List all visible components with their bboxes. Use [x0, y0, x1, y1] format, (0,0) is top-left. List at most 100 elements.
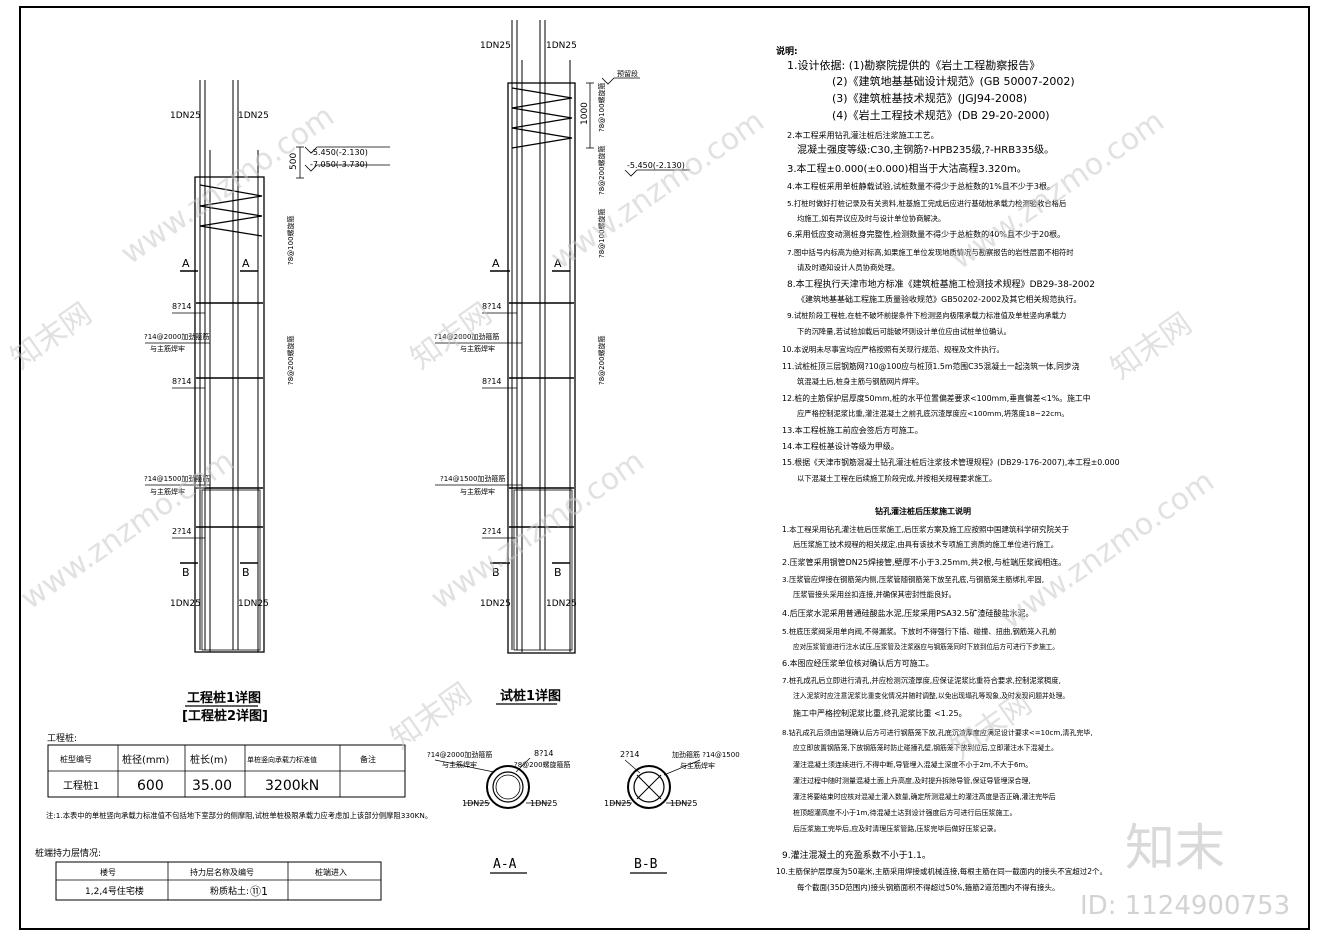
note-2: 2.本工程采用钻孔灌注桩后注浆施工工艺。: [787, 130, 939, 140]
wm-brand-1: 知末网: [5, 296, 99, 376]
pile1-pipe-right-bottom: 1DN25: [238, 599, 269, 609]
pile1-title: 工程桩1详图: [187, 690, 261, 706]
pile2-sec-b-left: B: [492, 566, 500, 579]
note-13: 13.本工程桩施工前应会签后方可施工。: [782, 425, 923, 435]
note-14: 14.本工程桩基设计等级为甲级。: [782, 441, 899, 451]
note-9: 9.试桩阶段工程桩,在桩不破坏前提条件下检测竖向极限承载力标准值及单桩竖向承载力: [787, 311, 1066, 320]
pile1-sec-b-right: B: [242, 566, 250, 579]
table1-h0: 桩型编号: [60, 754, 92, 764]
sub-6: 6.本图应经压浆单位核对确认后方可施工。: [782, 658, 934, 668]
bb-bar: 2?14: [620, 750, 640, 759]
pile2-dim-1000: 1000: [580, 102, 590, 125]
table2-h1: 持力层名称及编号: [190, 867, 254, 877]
pile2-pipe-right: 1DN25: [546, 41, 577, 51]
note-11b: 筑混凝土后,桩身主筋与钢筋网片焊牢。: [797, 377, 923, 386]
pile1-pipe-left-bottom: 1DN25: [170, 599, 201, 609]
note-1: 1.设计依据: (1)勘察院提供的《岩土工程勘察报告》: [787, 58, 1040, 72]
pile2-outline: [507, 82, 576, 654]
pile2-bar-214: 2?14: [482, 527, 502, 536]
section-aa: ?14@2000加劲箍筋 与主筋焊牢 8?14 ?8@200螺旋箍筋 1DN25…: [427, 749, 571, 874]
sub-5: 5.桩底压浆阀采用单向阀,不得漏浆。下放时不得强行下插、碰撞、扭曲,钢筋笼入孔前: [782, 627, 1056, 636]
table1-h4: 备注: [360, 754, 376, 764]
aa-pipe-l: 1DN25: [462, 799, 489, 808]
pile2-ring1-a: ?14@2000加劲箍筋: [434, 332, 499, 341]
note-1d: (4)《岩土工程技术规范》(DB 29-20-2000): [832, 108, 1050, 122]
sub-2: 2.压浆管采用钢管DN25焊接管,壁厚不小于3.25mm,共2根,与桩端压浆阀相…: [782, 557, 1066, 567]
sub-9: 9.灌注混凝土的充盈系数不小于1.1。: [782, 849, 931, 861]
aa-title: A-A: [493, 857, 517, 872]
pile2-pipe-left-bottom: 1DN25: [480, 599, 511, 609]
wm-url-4: www.znzmo.com: [425, 444, 651, 617]
table2-c2: ⑪1: [250, 885, 268, 898]
pile2-label-top: 预留段: [617, 69, 638, 78]
pile2-elevation: 1DN25 1DN25 1000 预留段 ?8@100螺旋箍 ?8@200螺旋箍…: [434, 20, 690, 705]
pile2-elev1: -5.450(-2.130): [627, 161, 685, 170]
pile2-sec-b-right: B: [554, 566, 562, 579]
sub-4: 4.后压浆水泥采用普通硅酸盐水泥,压浆采用PSA32.5矿渣硅酸盐水泥。: [782, 608, 1034, 618]
wm-brand-4: 知末网: [1105, 306, 1199, 386]
pile1-bar-814b: 8?14: [172, 377, 192, 386]
pile1-ring1-b: 与主筋焊牢: [150, 344, 185, 353]
pile1-subtitle: [工程桩2详图]: [182, 708, 268, 724]
pile2-stirrup-mid: ?8@200螺旋箍: [597, 335, 606, 385]
pile1-stirrup-top: ?8@100螺旋箍: [286, 215, 295, 265]
bearing-table: 桩端持力层情况: 楼号 持力层名称及编号 桩端进入 1,2,4号住宅楼 粉质粘土…: [35, 847, 382, 901]
section-bb: 2?14 加劲箍筋 ?14@1500 与主筋焊牢 1DN25 1DN25 B-B: [604, 750, 740, 874]
sub-8d: 灌注过程中随时测量混凝土面上升高度,及时提升拆除导管,保证导管埋深合理,: [793, 776, 1031, 785]
pile1-spiral: [199, 184, 263, 237]
pile2-bar-814b: 8?14: [482, 377, 502, 386]
pile1-sec-a-left: A: [182, 257, 190, 270]
pile1-sec-b-left: B: [182, 566, 190, 579]
watermark-layer: 知末网 www.znzmo.com www.znzmo.com 知末网 www.…: [5, 99, 1291, 921]
note-4: 4.本工程桩采用单桩静载试验,试桩数量不得少于总桩数的1%且不少于3根。: [787, 181, 1055, 191]
pile1-elev1: -5.450(-2.130): [310, 148, 368, 157]
note-12: 12.桩的主筋保护层厚度50mm,桩的水平位置偏差要求<100mm,垂直偏差<1…: [782, 393, 1091, 403]
sub-8f: 桩顶超灌高度不小于1m,待混凝土达到设计强度后方可进行后压浆施工。: [793, 808, 1017, 817]
sub-8b: 应立即放置钢筋笼,下放钢筋笼时防止碰撞孔壁,钢筋笼下放到位后,立即灌注水下混凝土…: [793, 743, 1058, 752]
table1-c2: 35.00: [192, 778, 232, 794]
table2-c1: 粉质粘土:: [210, 885, 249, 897]
pile2-spiral: [511, 87, 573, 149]
aa-spiral: ?8@200螺旋箍筋: [514, 760, 571, 769]
pile1-elevation: 1DN25 1DN25 500 -5.450(-2.130) -7.050(-3…: [144, 80, 390, 724]
pile1-pipe-right: 1DN25: [238, 111, 269, 121]
aa-bar: 8?14: [534, 749, 554, 758]
wm-brand-3: 知末网: [385, 676, 479, 756]
sub-5b: 应对压浆管道进行注水试压,压浆管及注浆器应与钢筋笼同时下放到位后方可进行下步施工…: [793, 642, 1059, 651]
pile2-pipe-right-bottom: 1DN25: [546, 599, 577, 609]
pile1-ring2-b: 与主筋焊牢: [150, 487, 185, 496]
wm-id: ID: 1124900753: [1080, 891, 1290, 921]
sub-1: 1.本工程采用钻孔灌注桩后压浆施工,后压浆方案及施工应按照中国建筑科学研究院关于: [782, 524, 1070, 534]
table1-h1: 桩径(mm): [122, 753, 169, 766]
note-11: 11.试桩桩顶三层钢筋网?10@100应与桩顶1.5m范围C35混凝土一起浇筑一…: [782, 361, 1080, 371]
note-5: 5.打桩时做好打桩记录及有关资料,桩基施工完成后应进行基础桩承载力检测验收合格后: [787, 199, 1066, 208]
note-1c: (3)《建筑桩基技术规范》(JGJ94-2008): [832, 91, 1027, 105]
pile1-dim-500: 500: [289, 153, 299, 170]
note-5b: 均施工,如有异议应及时与设计单位协商解决。: [797, 214, 945, 223]
sub-7: 7.桩孔成孔后立即进行清孔,并应检测沉渣厚度,应保证泥浆比重符合要求,控制泥浆稠…: [782, 676, 1061, 685]
pile1-elev2: -7.050(-3.730): [310, 160, 368, 169]
note-1b: (2)《建筑地基基础设计规范》(GB 50007-2002): [832, 74, 1075, 88]
sheet-border: [19, 6, 1310, 930]
note-7: 7.图中括号内标高为绝对标高,如果施工单位发现地质情况与勘察报告的岩性层面不相符…: [787, 248, 1074, 257]
pile1-outline: [194, 176, 265, 653]
note-6: 6.采用低应变动测桩身完整性,检测数量不得少于总桩数的40%且不少于20根。: [787, 229, 1065, 239]
pile2-sec-a-left: A: [492, 257, 500, 270]
note-10: 10.本说明未尽事宜均应严格按照有关现行规范、规程及文件执行。: [782, 344, 1004, 354]
sub-10b: 每个截面(35D范围内)接头钢筋面积不得超过50%,箍筋2道范围内不得有接头。: [797, 882, 1060, 892]
pile2-ring1-b: 与主筋焊牢: [460, 344, 495, 353]
pile1-stirrup-mid: ?8@200螺旋箍: [286, 335, 295, 385]
pile2-ring2-a: ?14@1500加劲箍筋: [440, 474, 505, 483]
wm-url-2: www.znzmo.com: [15, 444, 241, 617]
table1-h2: 桩长(m): [190, 753, 228, 766]
table2-label: 桩端持力层情况:: [35, 847, 101, 859]
wm-url-6: www.znzmo.com: [995, 464, 1221, 637]
pile-table: 工程桩: 桩型编号 桩径(mm) 桩长(m) 单桩竖向承载力标准值 备注 工程桩…: [46, 732, 432, 820]
bb-pipe-r: 1DN25: [670, 799, 697, 808]
table2-c0: 1,2,4号住宅楼: [85, 885, 144, 897]
sub-10: 10.主筋保护层厚度为50毫米,主筋采用焊接或机械连接,每根主筋在同一截面内的接…: [776, 866, 1107, 876]
note-8: 8.本工程执行天津市地方标准《建筑桩基施工检测技术规程》DB29-38-2002: [787, 278, 1095, 290]
aa-ring: ?14@2000加劲箍筋: [427, 750, 492, 759]
bb-ring: 加劲箍筋 ?14@1500: [672, 750, 740, 759]
aa-ring2: 与主筋焊牢: [442, 760, 477, 769]
